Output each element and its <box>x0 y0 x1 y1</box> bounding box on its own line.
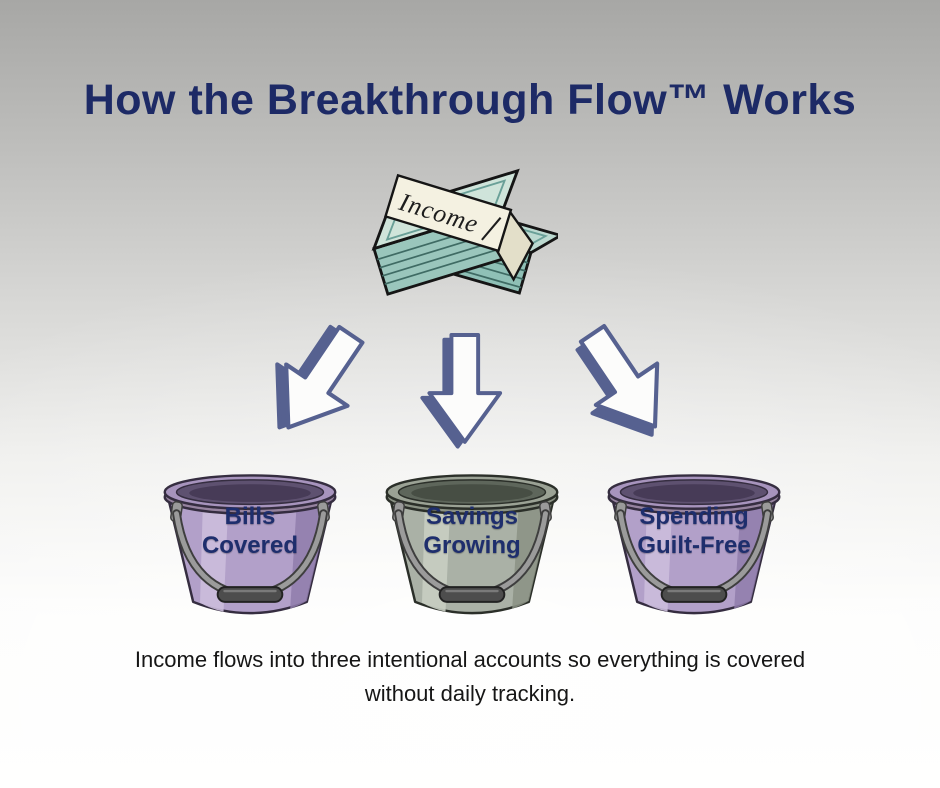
arrow-down-left-icon <box>244 303 392 461</box>
bucket-icon <box>607 474 781 615</box>
arrow-down-right-icon <box>550 303 698 461</box>
bucket-spending-guilt-free: Spending Guilt-Free <box>596 466 792 624</box>
page-title: How the Breakthrough Flow™ Works <box>83 76 857 124</box>
bucket-label-line2: Guilt-Free <box>637 532 751 560</box>
money-stack-graphic: Income <box>371 168 558 296</box>
bucket-icon <box>385 474 559 615</box>
income-band: Income <box>384 173 534 282</box>
bucket-label-line2: Growing <box>423 532 521 560</box>
bucket-label-line1: Savings <box>425 503 519 530</box>
arrow-down-icon <box>420 326 508 454</box>
bucket-label: Spending Guilt-Free <box>596 502 792 561</box>
caption: Income flows into three intentional acco… <box>134 647 806 707</box>
bucket-icon <box>163 474 337 615</box>
bucket-label-line1: Bills <box>224 503 276 530</box>
income-money-stack-icon: Income <box>358 148 558 320</box>
bucket-bills-covered: Bills Covered <box>152 466 348 624</box>
bucket-label: Bills Covered <box>152 502 348 561</box>
bucket-label-line1: Spending <box>639 503 749 530</box>
bucket-label: Savings Growing <box>374 502 570 561</box>
bucket-savings-growing: Savings Growing <box>374 466 570 624</box>
bucket-label-line2: Covered <box>201 532 299 560</box>
